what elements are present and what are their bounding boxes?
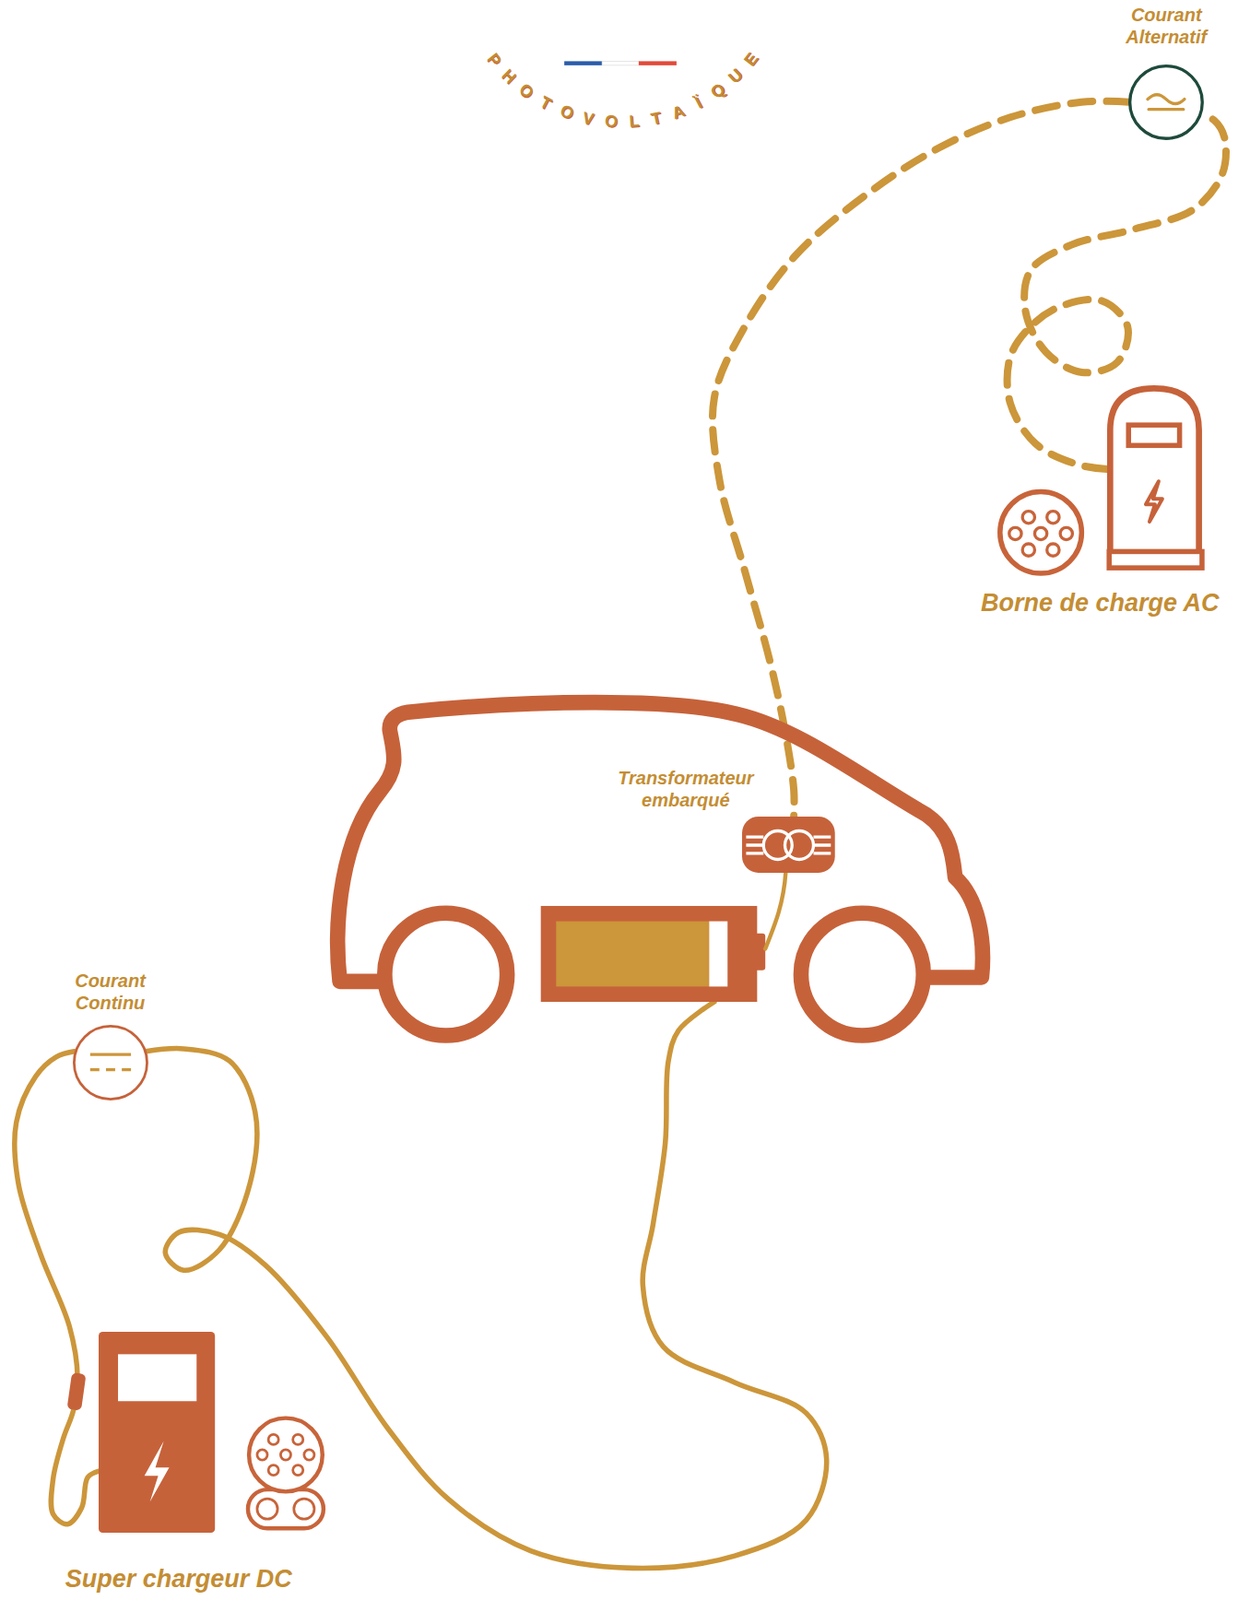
type2-connector-icon [1009, 527, 1022, 540]
node-label: Transformateur embarqué [593, 766, 779, 812]
flag-line [564, 60, 602, 65]
ccs-connector-icon [247, 1418, 324, 1530]
dc-cable [145, 1002, 826, 1569]
ac-current-symbol-shape [1147, 94, 1185, 104]
ac-charging-station-shape [1145, 482, 1163, 523]
dc-current-symbol-shape [72, 1025, 149, 1101]
dc-current-symbol-shape [89, 1053, 130, 1057]
dc-supercharger-shape [117, 1354, 197, 1402]
ccs-connector-icon [257, 1498, 278, 1520]
illustration [67, 60, 1083, 1569]
dc-current-symbol-shape [73, 1026, 147, 1100]
ccs-connector-icon [293, 1465, 304, 1476]
dc-supercharger-shape [144, 1440, 170, 1502]
ac-charging-station-shape [1109, 389, 1199, 568]
car-outline [801, 913, 924, 1037]
type2-connector-icon [1009, 511, 1074, 557]
ac-charging-station-shape [1107, 385, 1204, 571]
type2-connector-icon [1000, 492, 1083, 575]
battery [754, 933, 766, 971]
ccs-connector-icon [257, 1450, 268, 1461]
ccs-connector-icon [247, 1489, 324, 1529]
tagline-letter: V [580, 107, 596, 130]
tagline-letter: A [669, 101, 687, 124]
battery [708, 921, 728, 988]
tagline-letter: P [483, 49, 506, 71]
tagline-letter: O [603, 111, 618, 132]
battery [541, 906, 767, 1003]
node-label: Borne de charge AC [980, 588, 1220, 618]
ac-charging-station-shape [1108, 552, 1203, 569]
dc-supercharger-shape [98, 1332, 215, 1534]
tagline-letter: O [515, 79, 538, 103]
type2-connector-icon [1034, 527, 1047, 540]
type2-connector-icon [1047, 543, 1060, 556]
ccs-connector-icon [304, 1450, 315, 1461]
tagline-letter: T [648, 108, 663, 130]
dc-supercharger-shape [98, 1332, 215, 1534]
onboard-transformer-shape [745, 837, 831, 854]
ac-current-symbol-shape [1148, 107, 1184, 111]
node-label: Courant Continu [64, 969, 157, 1015]
ccs-connector-icon [257, 1434, 315, 1520]
charging-cable [712, 101, 1129, 817]
tagline-letter: T [536, 92, 555, 115]
tagline-letter: Ï [692, 94, 706, 114]
tagline-letter: U [724, 65, 747, 88]
car-outline [337, 702, 983, 1036]
ccs-connector-icon [293, 1434, 304, 1445]
ccs-connector-icon [268, 1465, 279, 1476]
tagline-letter: E [740, 49, 763, 71]
ac-charging-station: Borne de charge AC [1107, 385, 1204, 571]
dc-current-symbol-shape [89, 1069, 130, 1073]
ccs-connector-icon [268, 1434, 279, 1445]
tagline-letter: H [497, 65, 520, 88]
ac-current-symbol-shape [1128, 64, 1204, 141]
internal-wire [765, 872, 786, 949]
type2-connector-icon [1060, 527, 1073, 540]
ccs-connector-icon [294, 1498, 315, 1520]
battery [555, 921, 709, 988]
dc-current-symbol: Courant Continu [72, 1025, 149, 1101]
ccs-connector-icon [248, 1418, 323, 1493]
type2-connector-icon [1022, 543, 1035, 556]
battery [541, 906, 758, 1003]
brand-tagline: PHOTOVOLTAÏQUE [469, 40, 776, 143]
ac-current-symbol-shape [1130, 65, 1203, 139]
flag-line [564, 60, 677, 65]
onboard-transformer-shape [784, 830, 814, 860]
type2-connector-icon [1022, 511, 1035, 524]
charging-nozzle [67, 1372, 87, 1412]
flag-line [638, 60, 677, 65]
tagline-letter: Q [707, 79, 730, 103]
ccs-connector-icon [280, 1450, 291, 1461]
type2-connector-icon [1047, 511, 1060, 524]
dc-cable [145, 1002, 826, 1569]
node-label: Courant Alternatif [1106, 3, 1227, 48]
onboard-transformer-shape [745, 830, 831, 860]
tagline-letter: O [556, 101, 576, 125]
charging-nozzle [67, 1372, 87, 1412]
onboard-transformer: Transformateur embarqué [742, 816, 836, 873]
charging-cable [14, 1051, 100, 1525]
flag-line [601, 60, 639, 65]
ac-charging-station-shape [1128, 425, 1180, 447]
car-outline [384, 913, 508, 1037]
onboard-transformer-shape [742, 816, 836, 873]
tagline-letter: L [627, 112, 639, 133]
onboard-transformer-shape [742, 816, 836, 873]
type2-connector-icon [1000, 492, 1083, 575]
ac-current-symbol: Courant Alternatif [1128, 64, 1204, 141]
dc-supercharger: Super chargeur DC [98, 1332, 215, 1534]
node-label: Super chargeur DC [65, 1564, 293, 1594]
